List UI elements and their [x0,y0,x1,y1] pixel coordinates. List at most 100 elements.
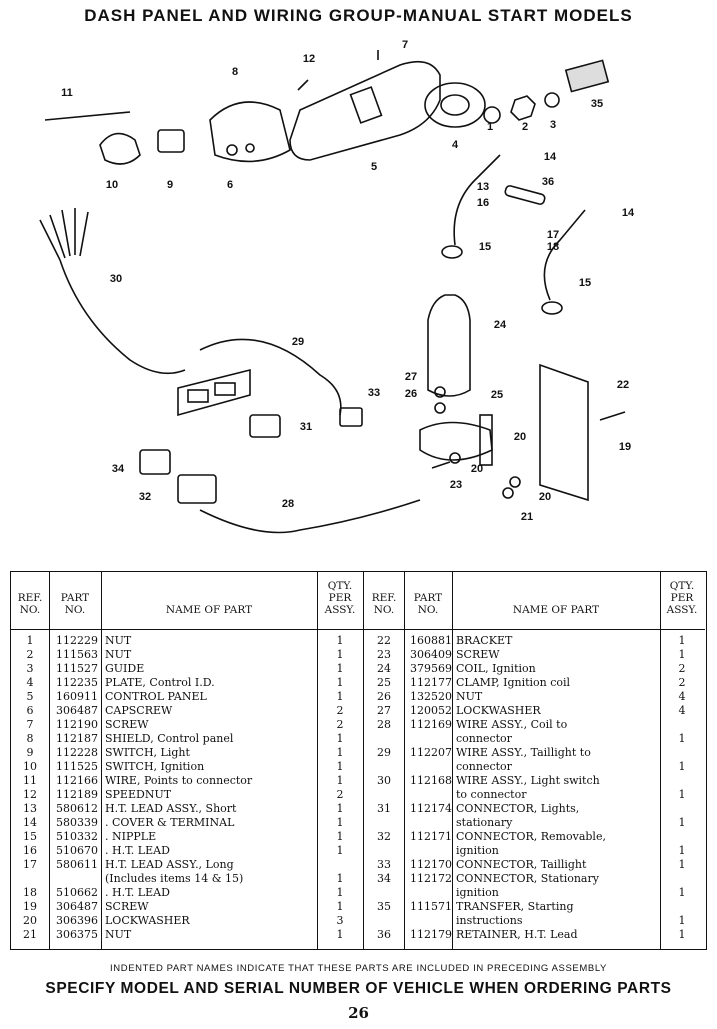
callout-number: 2 [522,121,528,133]
cell-part: 306487 [56,704,98,717]
cell-ref: 20 [23,914,37,927]
callout-number: 22 [617,379,629,391]
cell-ref: 7 [26,718,34,731]
cell-name: to connector [456,788,527,801]
cell-qty: 1 [336,872,344,885]
cell-name: NUT [105,648,132,661]
cell-qty: 2 [336,788,344,801]
callout-number: 19 [619,441,631,453]
cell-part: 306396 [56,914,98,927]
cell-ref: 36 [377,928,391,941]
callout-number: 31 [300,421,312,433]
callout-number: 11 [61,87,73,99]
callout-number: 16 [477,197,489,209]
cell-ref: 25 [377,676,391,689]
cell-name: LOCKWASHER [105,914,190,927]
cell-name: CONNECTOR, Stationary [456,872,599,885]
cell-part: 306487 [56,900,98,913]
table-row: (Includes items 14 & 15)1 [11,872,363,886]
cell-part: 112179 [410,928,452,941]
cell-qty: 1 [336,774,344,787]
ordering-instruction: SPECIFY MODEL AND SERIAL NUMBER OF VEHIC… [45,980,672,997]
cell-qty: 4 [678,704,686,717]
callout-number: 32 [139,491,151,503]
callout-number: 6 [227,179,233,191]
cell-name: CONNECTOR, Removable, [456,830,606,843]
callout-number: 29 [292,336,304,348]
cell-qty: 1 [336,844,344,857]
cell-ref: 4 [26,676,34,689]
cell-name: WIRE, Points to connector [105,774,253,787]
callout-number: 28 [282,498,294,510]
callout-number: 24 [494,319,507,331]
cell-name: SCREW [105,900,149,913]
cell-ref: 27 [377,704,391,717]
callout-number: 5 [371,161,377,173]
cell-ref: 14 [23,816,37,829]
callout-number: 14 [544,151,557,163]
cell-qty: 1 [336,690,344,703]
cell-qty: 1 [678,634,686,647]
callout-number: 20 [539,491,551,503]
cell-qty: 1 [336,676,344,689]
callout-number: 3 [550,119,556,131]
cell-qty: 1 [336,746,344,759]
cell-name: LOCKWASHER [456,704,541,717]
cell-part: 112170 [410,858,452,871]
cell-part: 510332 [56,830,98,843]
cell-qty: 1 [678,788,686,801]
cell-qty: 2 [336,718,344,731]
cell-qty: 4 [678,690,686,703]
cell-name: NUT [105,634,132,647]
cell-ref: 31 [377,802,391,815]
cell-part: 132520 [410,690,452,703]
cell-part: 580612 [56,802,98,815]
cell-ref: 33 [377,858,391,871]
cell-part: 306375 [56,928,98,941]
cell-ref: 28 [377,718,391,731]
cell-name: COIL, Ignition [456,662,536,675]
name-header: NAME OF PART [165,604,253,616]
cell-name: CONNECTOR, Taillight [456,858,587,871]
cell-part: 111525 [56,760,98,773]
cell-part: 112169 [410,718,452,731]
cell-qty: 2 [678,676,686,689]
cell-part: 510662 [56,886,98,899]
cell-qty: 1 [336,662,344,675]
cell-qty: 1 [336,732,344,745]
cell-ref: 1 [26,634,34,647]
cell-name: ignition [456,844,499,857]
cell-part: 112171 [410,830,452,843]
cell-ref: 22 [377,634,391,647]
callout-number: 34 [112,463,125,475]
callout-number: 27 [405,371,417,383]
callout-number: 4 [452,139,459,151]
callout-number: 10 [106,179,118,191]
cell-qty: 2 [678,662,686,675]
cell-name: SCREW [105,718,149,731]
cell-ref: 15 [23,830,37,843]
cell-ref: 34 [377,872,391,885]
cell-ref: 3 [26,662,34,675]
callout-number: 7 [402,39,408,51]
